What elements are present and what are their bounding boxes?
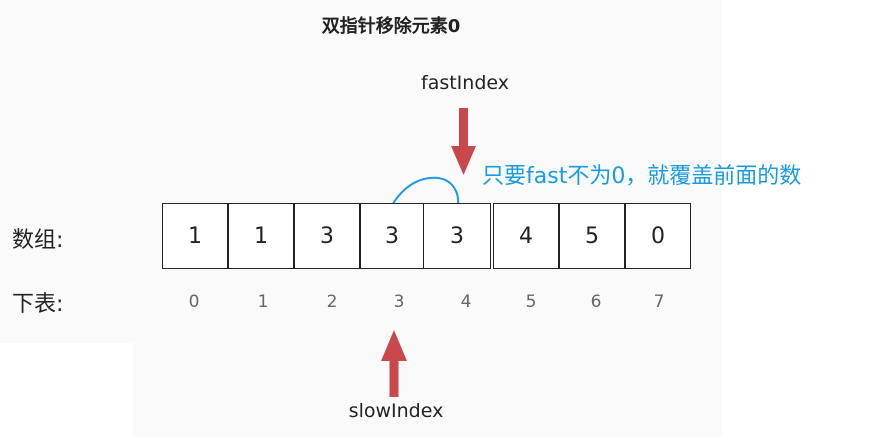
- array-row-label: 数组:: [12, 228, 64, 253]
- annotation-note: 只要fast不为0，就覆盖前面的数: [482, 164, 802, 189]
- index-label: 7: [653, 292, 665, 312]
- index-label: 4: [460, 292, 472, 312]
- index-row-label: 下表:: [12, 292, 64, 317]
- fast-index-arrow: [451, 108, 476, 175]
- fast-index-label: fastIndex: [421, 72, 509, 94]
- slow-index-arrow: [381, 330, 407, 397]
- array-cell: 5: [559, 203, 625, 269]
- array-cell: 1: [162, 203, 228, 269]
- array-cell: 3: [423, 203, 491, 269]
- index-label: 5: [525, 292, 537, 312]
- slow-index-label: slowIndex: [348, 400, 444, 422]
- background-panel-bottom: [133, 343, 722, 437]
- index-label: 3: [393, 292, 405, 312]
- index-label: 2: [326, 292, 338, 312]
- index-label: 1: [257, 292, 269, 312]
- diagram-title: 双指针移除元素0: [321, 16, 461, 37]
- array-cell: 3: [360, 203, 424, 269]
- array-cell: 0: [625, 203, 691, 269]
- index-label: 0: [188, 292, 200, 312]
- array-cell: 3: [294, 203, 360, 269]
- background-panel-top: [0, 0, 722, 343]
- index-label: 6: [590, 292, 602, 312]
- array-cell: 1: [228, 203, 294, 269]
- array-cell: 4: [493, 203, 559, 269]
